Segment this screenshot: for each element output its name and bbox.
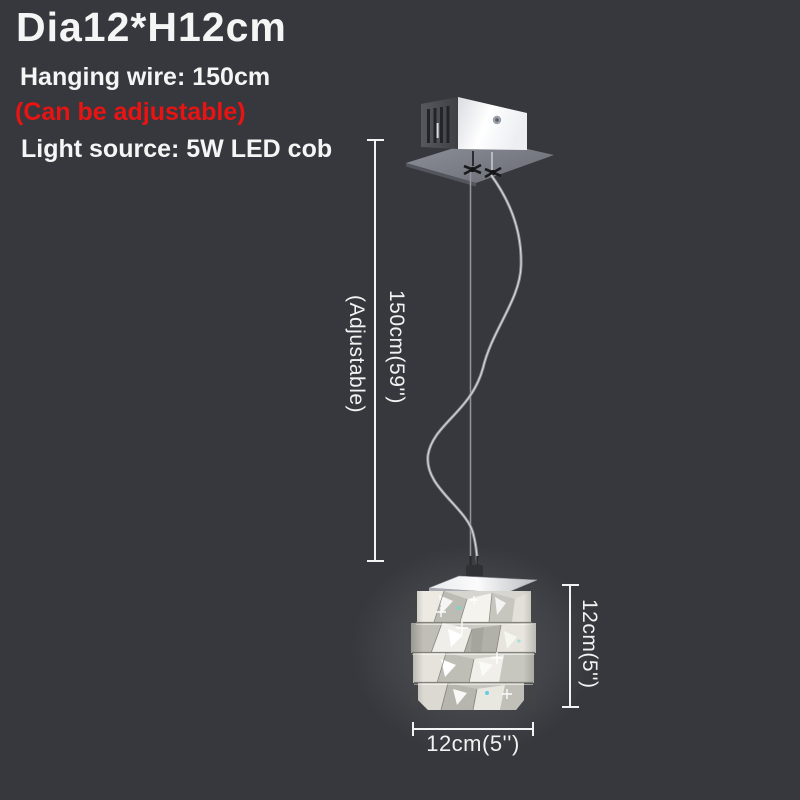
wire-dimension-line: [367, 139, 384, 562]
spec-adjustable-note: (Can be adjustable): [15, 98, 246, 126]
spec-hanging-wire: Hanging wire: 150cm: [20, 63, 271, 91]
page-title: Dia12*H12cm: [16, 4, 287, 50]
spec-light-source: Light source: 5W LED cob: [21, 135, 333, 163]
label-lamp-height: 12cm(5''): [578, 599, 601, 689]
power-cord: [426, 174, 523, 565]
label-wire-length: 150cm(59''): [385, 290, 408, 404]
lamp-height-dimension-line: [562, 584, 579, 708]
ceiling-canopy: [406, 97, 554, 187]
label-wire-adjustable: (Adjustable): [345, 295, 368, 414]
label-lamp-width: 12cm(5''): [426, 731, 520, 756]
lamp-width-dimension-line: [412, 722, 534, 736]
crystal-pendant-lamp: [351, 544, 595, 756]
